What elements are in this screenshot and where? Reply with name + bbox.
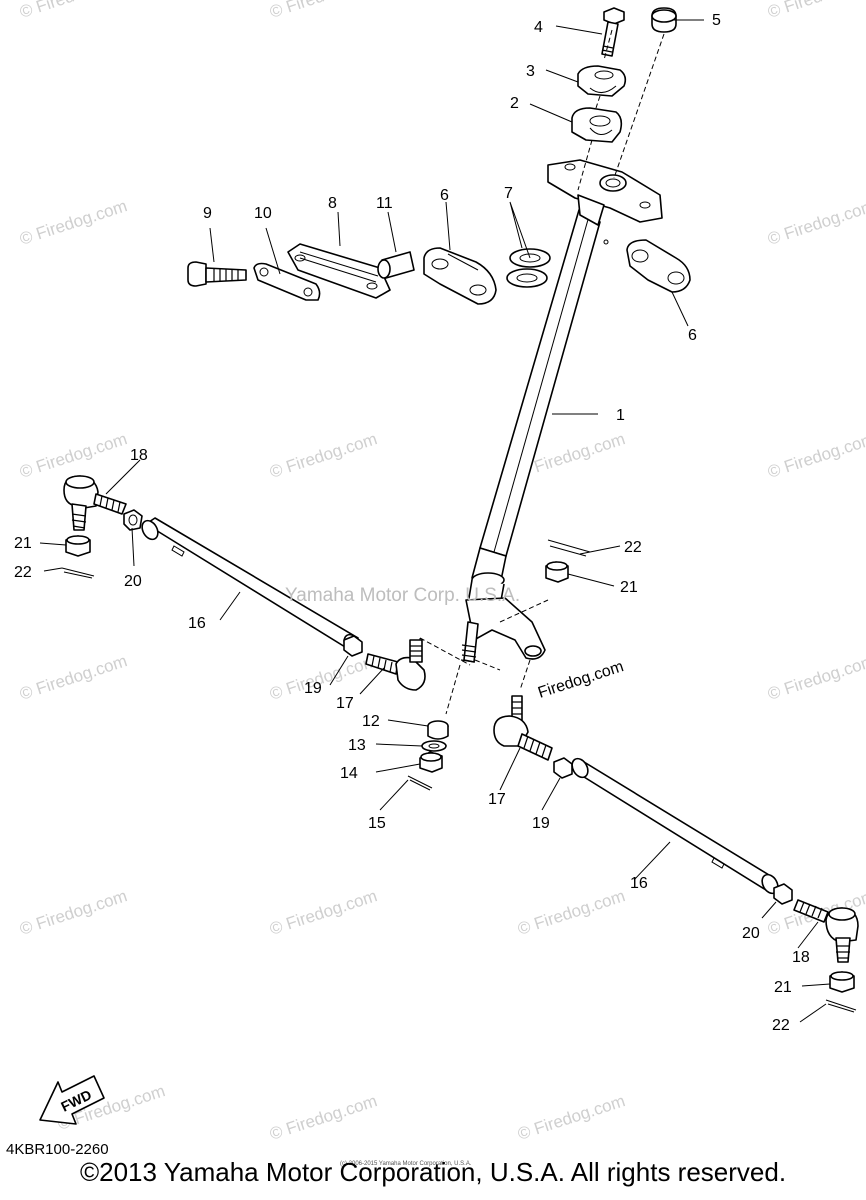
watermark: © Firedog.com xyxy=(515,1091,627,1144)
copyright-notice: ©2013 Yamaha Motor Corporation, U.S.A. A… xyxy=(79,1157,787,1187)
watermark: © Firedog.com xyxy=(765,196,866,249)
leader-lines xyxy=(39,19,831,1023)
callout-label: 4 xyxy=(534,19,543,36)
bolt-part xyxy=(187,261,247,287)
cotter-pin-part xyxy=(407,775,433,791)
callout-label: 22 xyxy=(14,564,32,581)
watermark-layer: © Firedog.com © Firedog.com © Firedog.co… xyxy=(17,0,866,1144)
watermark: © Firedog.com xyxy=(765,429,866,482)
small-copyright: (c) 2006-2015 Yamaha Motor Corporation, … xyxy=(340,1161,472,1167)
tie-rod-end-part xyxy=(493,695,553,761)
callout-label: 16 xyxy=(188,615,206,632)
handlebar-upper-clamp-part xyxy=(577,65,627,97)
watermark: © Firedog.com xyxy=(267,429,379,482)
watermark: © Firedog.com xyxy=(267,0,379,22)
callout-label: 19 xyxy=(532,815,550,832)
watermark: © Firedog.com xyxy=(17,651,129,704)
callout-label: 21 xyxy=(620,579,638,596)
tie-rod-end-part xyxy=(793,899,859,963)
cap-part xyxy=(651,7,677,33)
nut-part xyxy=(553,757,573,779)
handlebar-lower-clamp-part xyxy=(571,107,623,143)
callout-labels: 1 2 3 4 5 6 6 7 8 9 10 11 12 13 14 15 16… xyxy=(14,12,810,1034)
callout-label: 7 xyxy=(504,185,513,202)
callout-label: 5 xyxy=(712,12,721,29)
watermark: © Firedog.com xyxy=(17,429,129,482)
callout-label: 3 xyxy=(526,63,535,80)
callout-label: 13 xyxy=(348,737,366,754)
tie-rod-part xyxy=(571,757,779,895)
steering-column-part xyxy=(460,159,663,663)
watermark: © Firedog.com xyxy=(267,651,379,704)
firedog-label: Firedog.com xyxy=(536,658,626,702)
column-holder-part xyxy=(626,239,691,293)
callout-label: 22 xyxy=(772,1017,790,1034)
castle-nut-part xyxy=(419,751,443,773)
nut-part xyxy=(343,635,363,657)
washer-part xyxy=(421,740,447,752)
callout-label: 10 xyxy=(254,205,272,222)
callout-label: 6 xyxy=(688,327,697,344)
castle-nut-part xyxy=(545,561,569,583)
plate-part xyxy=(287,243,391,299)
center-watermark: Yamaha Motor Corp. U.S.A. xyxy=(285,585,521,606)
lock-washer-part xyxy=(253,262,321,301)
callout-label: 20 xyxy=(742,925,760,942)
callout-label: 18 xyxy=(130,447,148,464)
watermark: © Firedog.com xyxy=(515,886,627,939)
drawing-code: 4KBR100-2260 xyxy=(6,1141,109,1158)
callout-label: 19 xyxy=(304,680,322,697)
callout-label: 12 xyxy=(362,713,380,730)
callout-label: 14 xyxy=(340,765,358,782)
watermark: © Firedog.com xyxy=(17,0,129,22)
castle-nut-part xyxy=(65,535,91,557)
watermark: © Firedog.com xyxy=(17,886,129,939)
callout-label: 9 xyxy=(203,205,212,222)
cotter-pin-part xyxy=(547,539,591,557)
watermark: © Firedog.com xyxy=(17,196,129,249)
bolt-part xyxy=(601,7,625,57)
collar-part xyxy=(427,720,449,740)
callout-label: 11 xyxy=(376,195,393,212)
castle-nut-part xyxy=(829,971,855,993)
tie-rod-end-part xyxy=(365,639,426,691)
nut-part xyxy=(773,883,793,905)
nut-part xyxy=(123,509,143,531)
cotter-pin-part xyxy=(61,567,95,579)
watermark: © Firedog.com xyxy=(765,651,866,704)
watermark: © Firedog.com xyxy=(267,1091,379,1144)
callout-label: 21 xyxy=(774,979,792,996)
callout-label: 18 xyxy=(792,949,810,966)
callout-label: 2 xyxy=(510,95,519,112)
watermark: © Firedog.com xyxy=(267,886,379,939)
washer-part xyxy=(506,248,551,288)
callout-label: 22 xyxy=(624,539,642,556)
column-holder-part xyxy=(423,247,497,305)
tie-rod-end-part xyxy=(63,475,127,531)
cotter-pin-part xyxy=(825,999,857,1013)
collar-part xyxy=(377,251,415,279)
callout-label: 21 xyxy=(14,535,32,552)
watermark: © Firedog.com xyxy=(765,0,866,22)
callout-label: 20 xyxy=(124,573,142,590)
callout-label: 8 xyxy=(328,195,337,212)
callout-label: 6 xyxy=(440,187,449,204)
callout-label: 17 xyxy=(336,695,354,712)
callout-label: 15 xyxy=(368,815,386,832)
callout-label: 1 xyxy=(616,407,625,424)
callout-label: 16 xyxy=(630,875,648,892)
callout-label: 17 xyxy=(488,791,506,808)
forward-arrow: FWD xyxy=(39,1075,105,1125)
